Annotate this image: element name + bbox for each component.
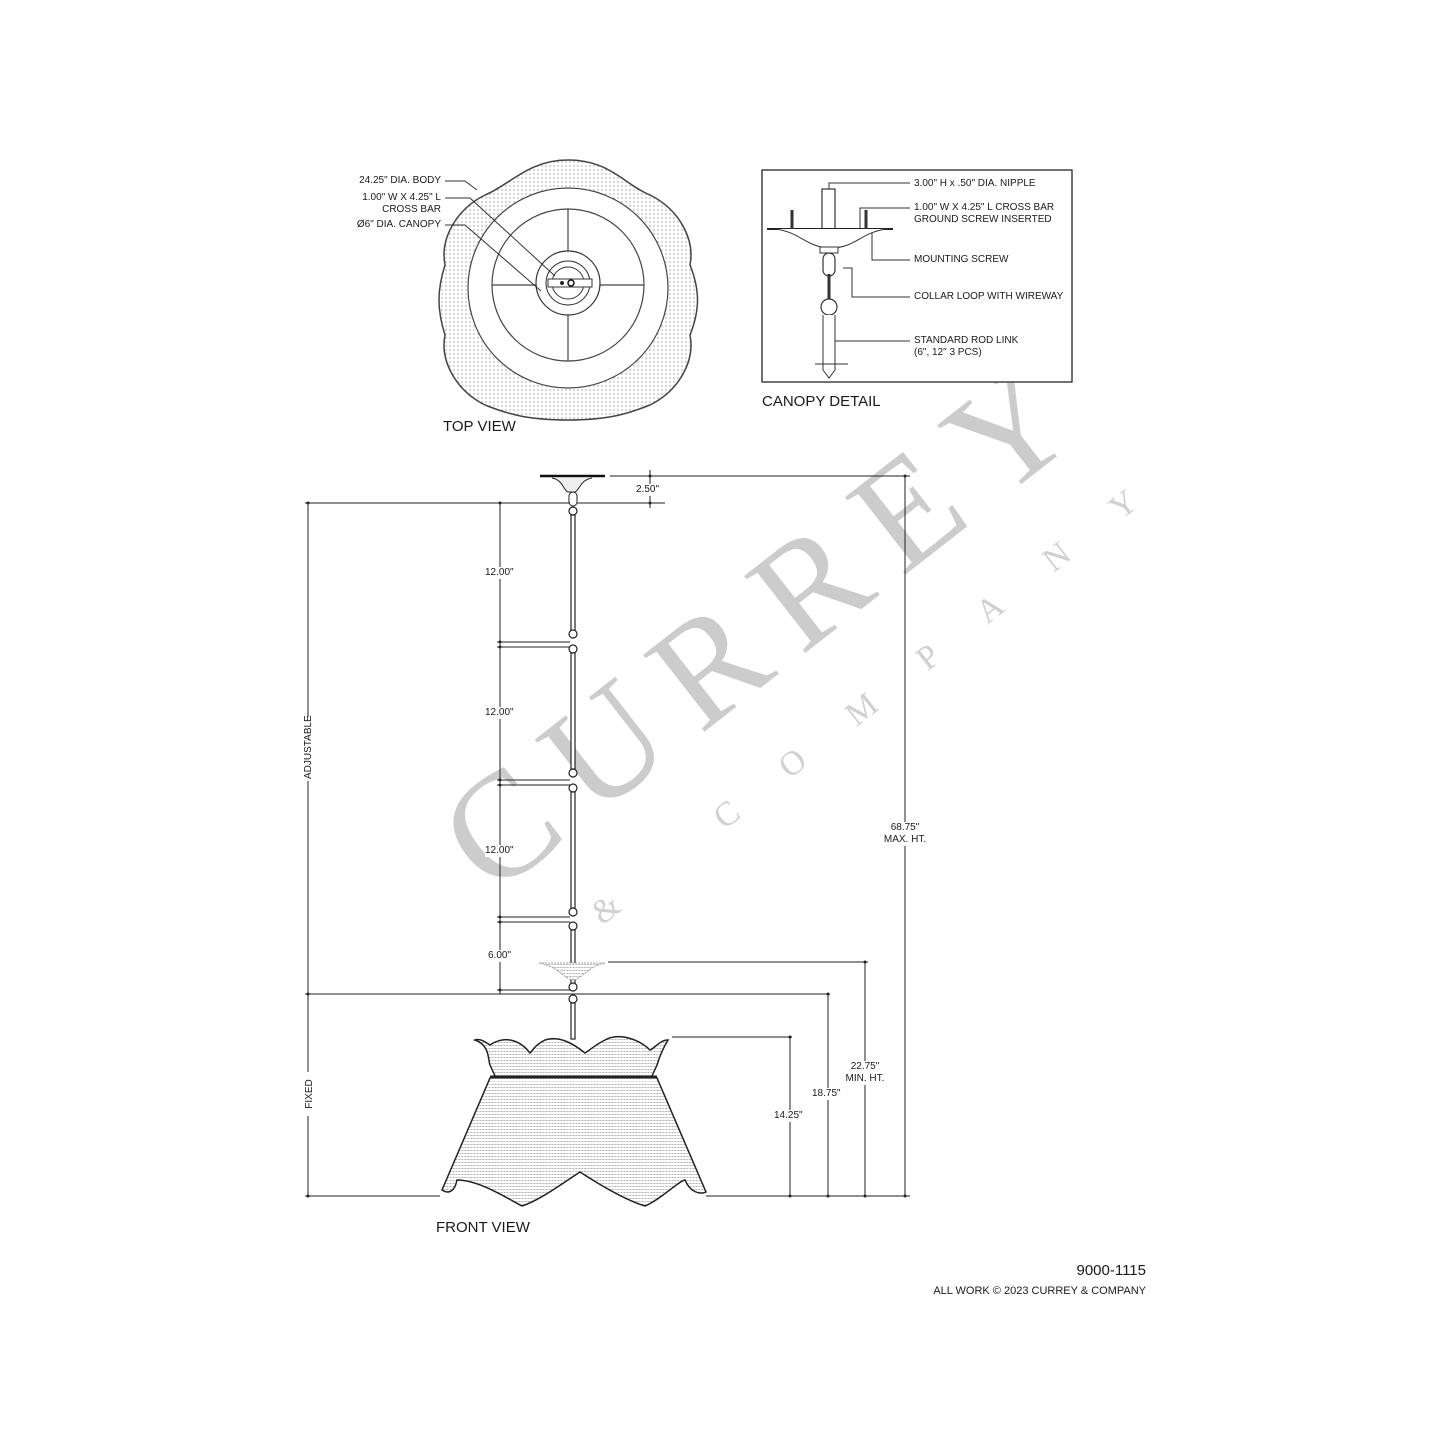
dim-fixed-label: FIXED	[304, 1072, 316, 1116]
dim-rod-1: 12.00"	[485, 567, 514, 579]
callout-canopy-diameter: Ø6" DIA. CANOPY	[356, 219, 441, 230]
callout-cross-bar-ground-screw: 1.00" W X 4.25" L CROSS BAR GROUND SCREW…	[914, 202, 1055, 225]
top-view-drawing	[438, 159, 699, 421]
callout-collar-loop: COLLAR LOOP WITH WIREWAY	[914, 291, 1064, 302]
lamp-shade	[441, 1036, 707, 1207]
dim-body-height: 14.25"	[774, 1110, 803, 1122]
canopy-detail-title: CANOPY DETAIL	[762, 393, 881, 410]
callout-rod-link: STANDARD ROD LINK (6", 12" 3 PCS)	[914, 335, 1019, 358]
dim-rod-2: 12.00"	[485, 707, 514, 719]
callout-cross-bar: 1.00" W X 4.25" L CROSS BAR	[362, 192, 441, 215]
dim-rod-4: 6.00"	[488, 950, 512, 962]
dim-rod-3: 12.00"	[485, 845, 514, 857]
front-view-title: FRONT VIEW	[436, 1219, 530, 1236]
part-number: 9000-1115	[1076, 1262, 1146, 1279]
callout-body-diameter: 24.25" DIA. BODY	[359, 175, 441, 186]
dim-max-height: 68.75" MAX. HT.	[878, 822, 932, 846]
dim-canopy-height: 2.50"	[636, 484, 660, 496]
callout-nipple: 3.00" H x .50" DIA. NIPPLE	[914, 178, 1036, 189]
top-view-title: TOP VIEW	[443, 418, 516, 435]
copyright: ALL WORK © 2023 CURREY & COMPANY	[933, 1285, 1146, 1297]
dim-fixed-height: 18.75"	[812, 1088, 841, 1100]
callout-mounting-screw: MOUNTING SCREW	[914, 254, 1009, 265]
dim-min-height: 22.75" MIN. HT.	[843, 1061, 887, 1085]
dim-adjustable-label: ADJUSTABLE	[303, 715, 315, 781]
front-view-drawing	[305, 470, 910, 1207]
canopy-detail-drawing	[761, 169, 1073, 383]
